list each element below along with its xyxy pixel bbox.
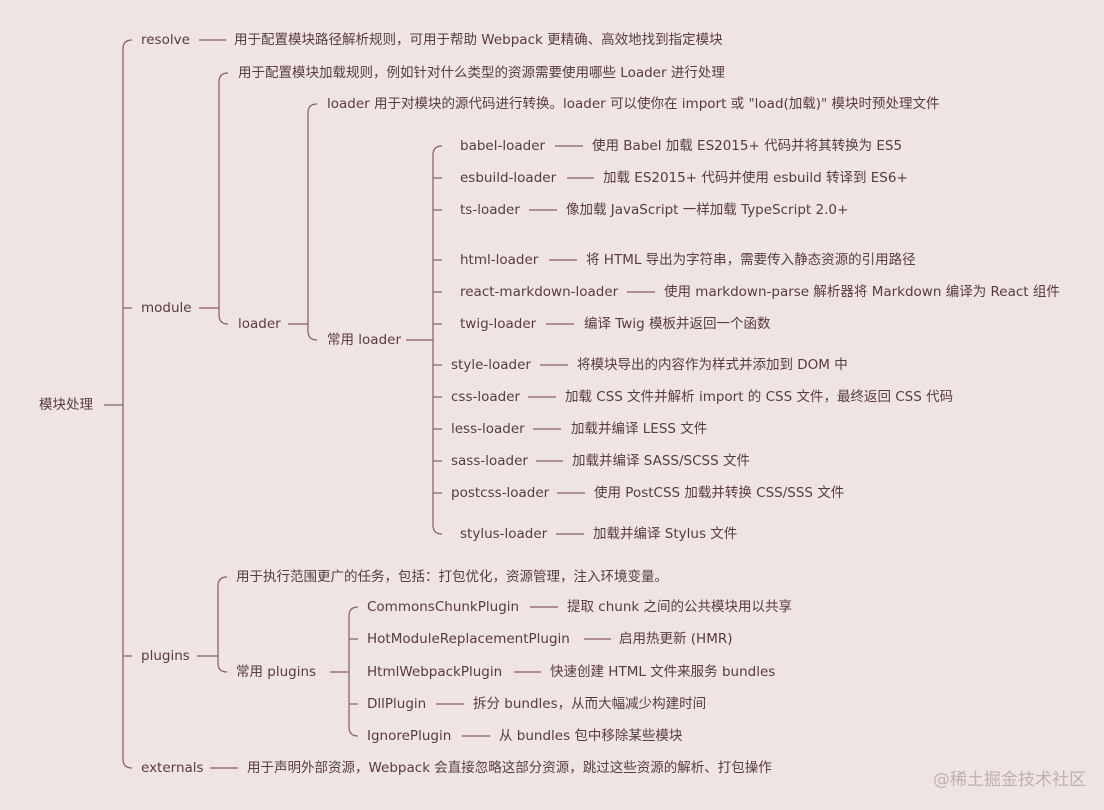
loader-item-desc: 将模块导出的内容作为样式并添加到 DOM 中: [577, 357, 848, 373]
common-plugins-node: 常用 plugins: [236, 664, 317, 680]
plugin-item-desc: 拆分 bundles，从而大幅减少构建时间: [473, 696, 707, 712]
plugins-desc: 用于执行范围更广的任务，包括：打包优化，资源管理，注入环境变量。: [236, 569, 668, 585]
loader-item-desc: 加载并编译 Stylus 文件: [593, 526, 738, 542]
root-node: 模块处理: [39, 397, 93, 413]
loader-item-desc: 将 HTML 导出为字符串，需要传入静态资源的引用路径: [586, 252, 916, 268]
plugin-item-desc: 启用热更新 (HMR): [619, 631, 733, 647]
plugin-item-desc: 快速创建 HTML 文件来服务 bundles: [550, 664, 776, 680]
loader-node: loader: [238, 316, 281, 332]
loader-item-name: postcss-loader: [451, 485, 550, 501]
loader-item-name: babel-loader: [460, 138, 546, 154]
plugin-item-name: IgnorePlugin: [367, 728, 452, 744]
loader-item-name: sass-loader: [451, 453, 528, 469]
loader-item-desc: 加载并编译 LESS 文件: [571, 421, 708, 437]
plugin-item-name: HtmlWebpackPlugin: [367, 664, 503, 680]
loader-item-desc: 使用 markdown-parse 解析器将 Markdown 编译为 Reac…: [664, 284, 1060, 300]
loader-item-desc: 加载并编译 SASS/SCSS 文件: [572, 453, 750, 469]
loader-item-name: html-loader: [460, 252, 539, 268]
loader-item-desc: 加载 CSS 文件并解析 import 的 CSS 文件，最终返回 CSS 代码: [565, 389, 954, 405]
module-desc: 用于配置模块加载规则，例如针对什么类型的资源需要使用哪些 Loader 进行处理: [238, 65, 725, 81]
resolve-node: resolve: [141, 32, 190, 48]
loader-item-desc: 使用 Babel 加载 ES2015+ 代码并将其转换为 ES5: [592, 138, 903, 154]
plugin-item-desc: 从 bundles 包中移除某些模块: [499, 728, 683, 744]
loader-item-name: twig-loader: [460, 316, 537, 332]
loader-item-name: ts-loader: [460, 202, 520, 218]
loader-item-name: style-loader: [451, 357, 531, 373]
plugin-item-name: HotModuleReplacementPlugin: [367, 631, 570, 647]
plugins-node: plugins: [141, 648, 190, 664]
common-loader-node: 常用 loader: [327, 332, 401, 348]
loader-item-name: esbuild-loader: [460, 170, 557, 186]
plugin-item-name: DllPlugin: [367, 696, 427, 712]
externals-node: externals: [141, 760, 204, 776]
loader-desc: loader 用于对模块的源代码进行转换。loader 可以使你在 import…: [327, 96, 940, 112]
watermark: @稀土掘金技术社区: [933, 770, 1086, 790]
loader-item-desc: 像加载 JavaScript 一样加载 TypeScript 2.0+: [566, 202, 849, 218]
module-node: module: [141, 300, 192, 316]
plugin-item-name: CommonsChunkPlugin: [367, 599, 520, 615]
loader-item-desc: 加载 ES2015+ 代码并使用 esbuild 转译到 ES6+: [603, 170, 908, 186]
loader-item-name: stylus-loader: [460, 526, 548, 542]
resolve-desc: 用于配置模块路径解析规则，可用于帮助 Webpack 更精确、高效地找到指定模块: [234, 32, 723, 48]
plugin-item-desc: 提取 chunk 之间的公共模块用以共享: [567, 599, 792, 615]
loader-item-name: less-loader: [451, 421, 525, 437]
externals-desc: 用于声明外部资源，Webpack 会直接忽略这部分资源，跳过这些资源的解析、打包…: [247, 760, 772, 776]
loader-item-name: css-loader: [451, 389, 521, 405]
loader-item-desc: 编译 Twig 模板并返回一个函数: [584, 316, 771, 332]
loader-item-name: react-markdown-loader: [460, 284, 619, 300]
loader-item-desc: 使用 PostCSS 加载并转换 CSS/SSS 文件: [594, 485, 845, 501]
